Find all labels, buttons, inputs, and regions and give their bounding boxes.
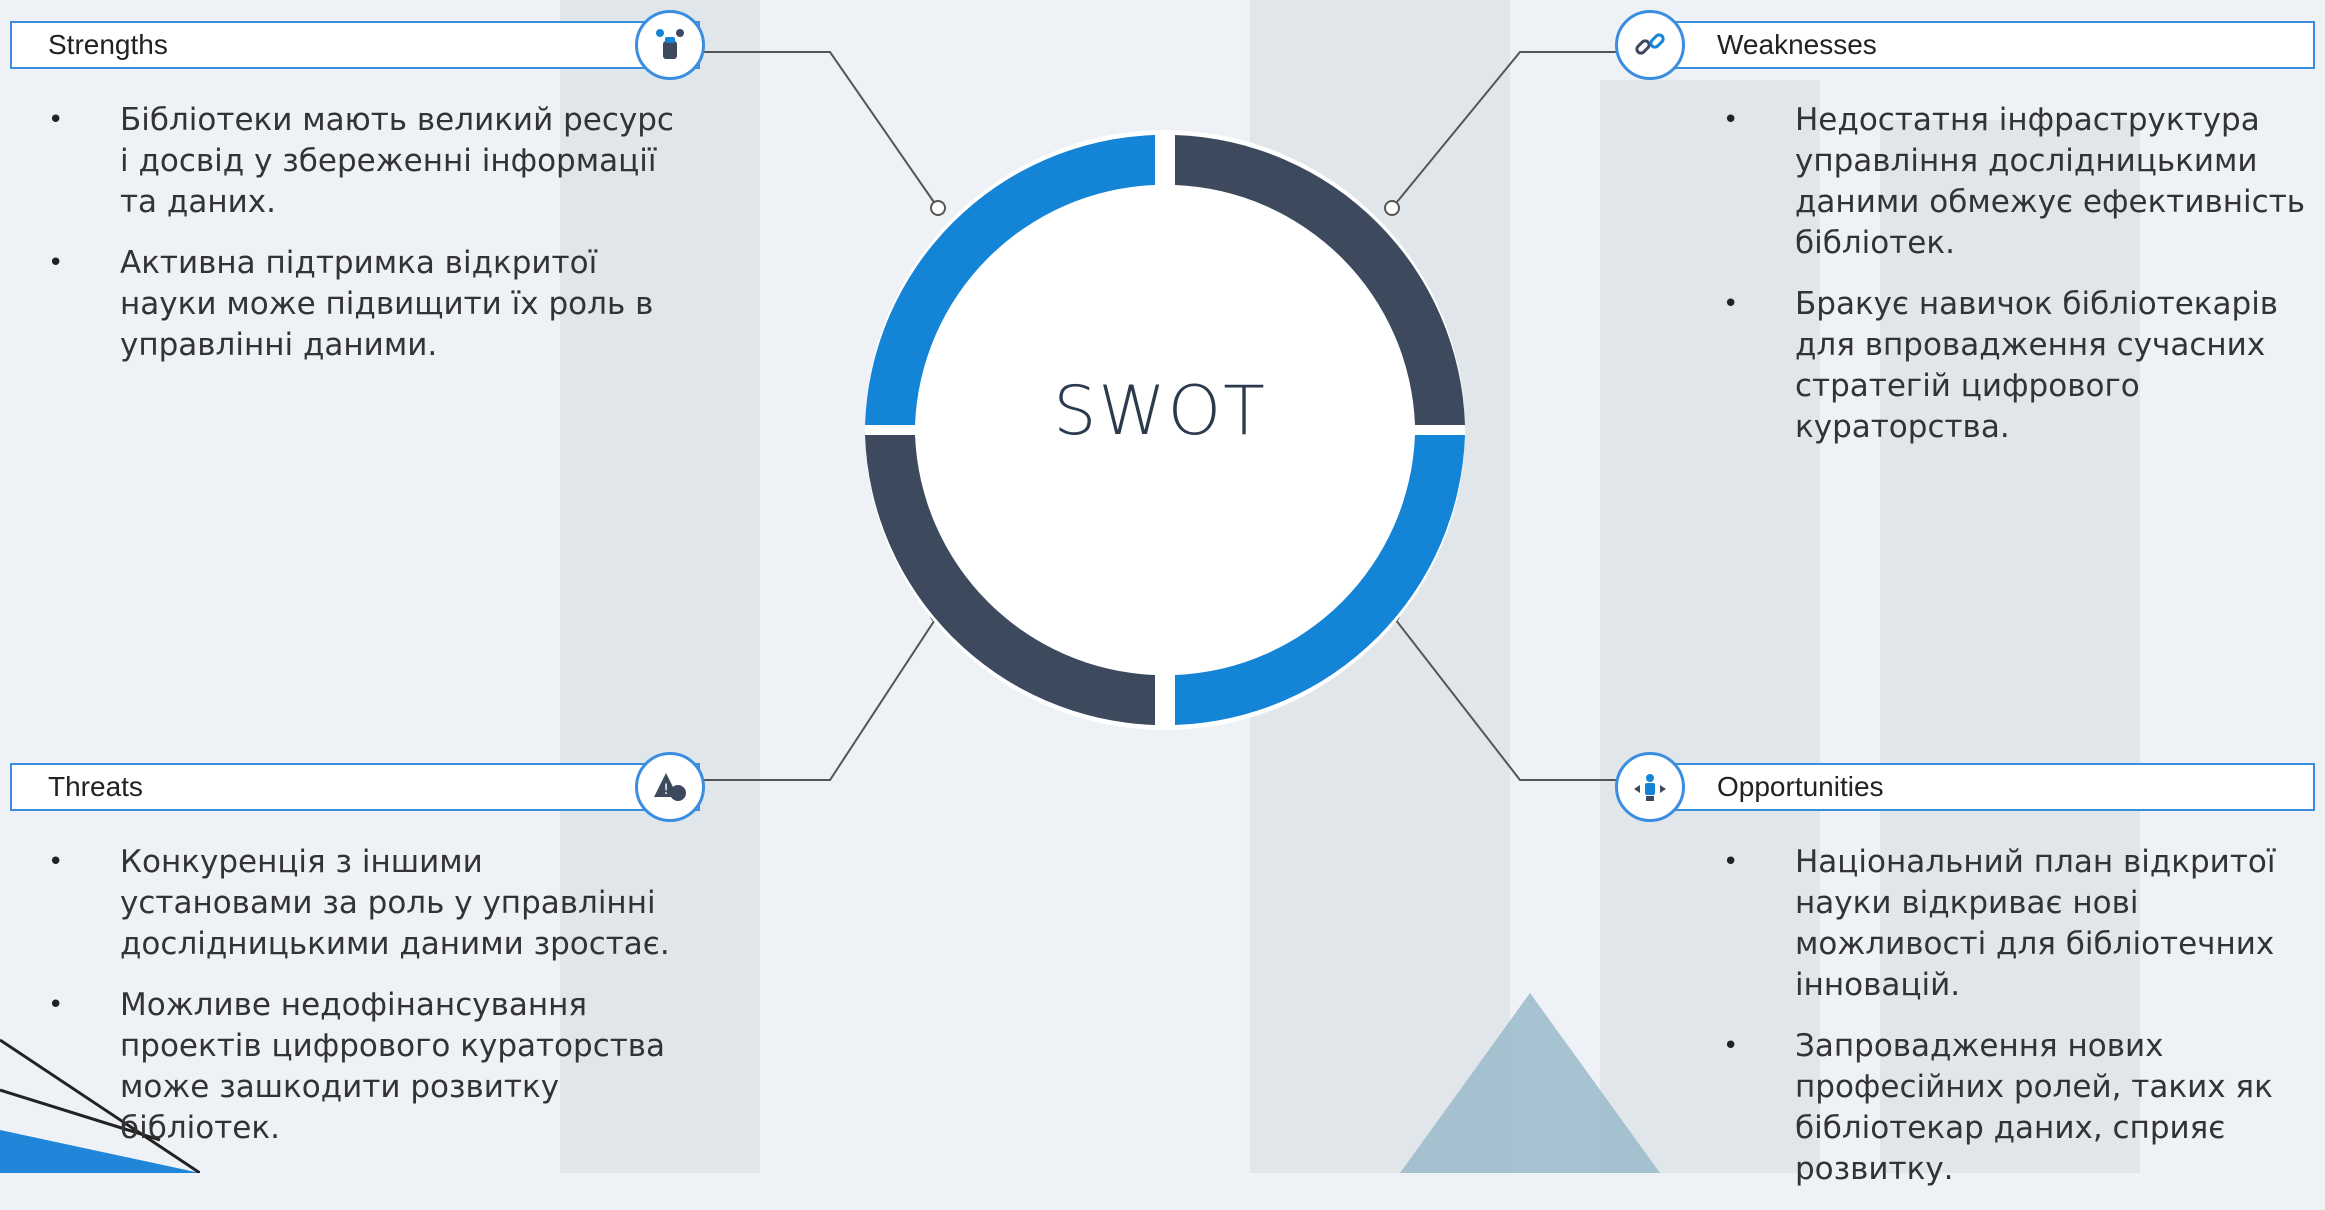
threats-list: •Конкуренція з іншими установами за роль… bbox=[48, 842, 680, 1169]
swot-ring bbox=[865, 130, 1465, 730]
list-item: •Можливе недофінансування проектів цифро… bbox=[48, 987, 666, 1146]
ring-segment-weaknesses bbox=[1175, 135, 1465, 425]
strengths-list: •Бібліотеки мають великий ресурс і досві… bbox=[48, 100, 680, 386]
warning-bomb-icon: ! bbox=[635, 752, 705, 822]
strengths-label-text: Strengths bbox=[48, 29, 168, 60]
opportunities-label: Opportunities bbox=[1625, 763, 2315, 811]
list-item: •Бракує навичок бібліотекарів для впрова… bbox=[1723, 286, 2279, 445]
weaknesses-label-text: Weaknesses bbox=[1717, 29, 1877, 60]
fist-team-icon bbox=[635, 10, 705, 80]
person-arrows-icon bbox=[1615, 752, 1685, 822]
list-item: •Недостатня інфраструктура управління до… bbox=[1723, 102, 2306, 261]
decorative-lines bbox=[0, 1038, 200, 1173]
ring-segment-threats bbox=[865, 435, 1155, 725]
list-item: •Національний план відкритої науки відкр… bbox=[1723, 844, 2276, 1003]
decorative-triangle bbox=[1400, 993, 1660, 1173]
swot-title: SWOT bbox=[1053, 372, 1267, 451]
threats-label: Threats bbox=[10, 763, 700, 811]
broken-link-icon bbox=[1615, 10, 1685, 80]
weaknesses-list: •Недостатня інфраструктура управління до… bbox=[1723, 100, 2315, 468]
ring-segment-strengths bbox=[865, 135, 1155, 425]
ring-segment-opportunities bbox=[1175, 435, 1465, 725]
list-item: •Запровадження нових професійних ролей, … bbox=[1723, 1028, 2273, 1187]
opportunities-label-text: Opportunities bbox=[1717, 771, 1884, 802]
list-item: •Бібліотеки мають великий ресурс і досві… bbox=[48, 102, 674, 220]
threats-label-text: Threats bbox=[48, 771, 143, 802]
weaknesses-label: Weaknesses bbox=[1625, 21, 2315, 69]
list-item: •Активна підтримка відкритої науки може … bbox=[48, 245, 654, 363]
strengths-label: Strengths bbox=[10, 21, 700, 69]
list-item: •Конкуренція з іншими установами за роль… bbox=[48, 844, 670, 962]
svg-text:!: ! bbox=[663, 782, 669, 798]
opportunities-list: •Національний план відкритої науки відкр… bbox=[1723, 842, 2315, 1210]
